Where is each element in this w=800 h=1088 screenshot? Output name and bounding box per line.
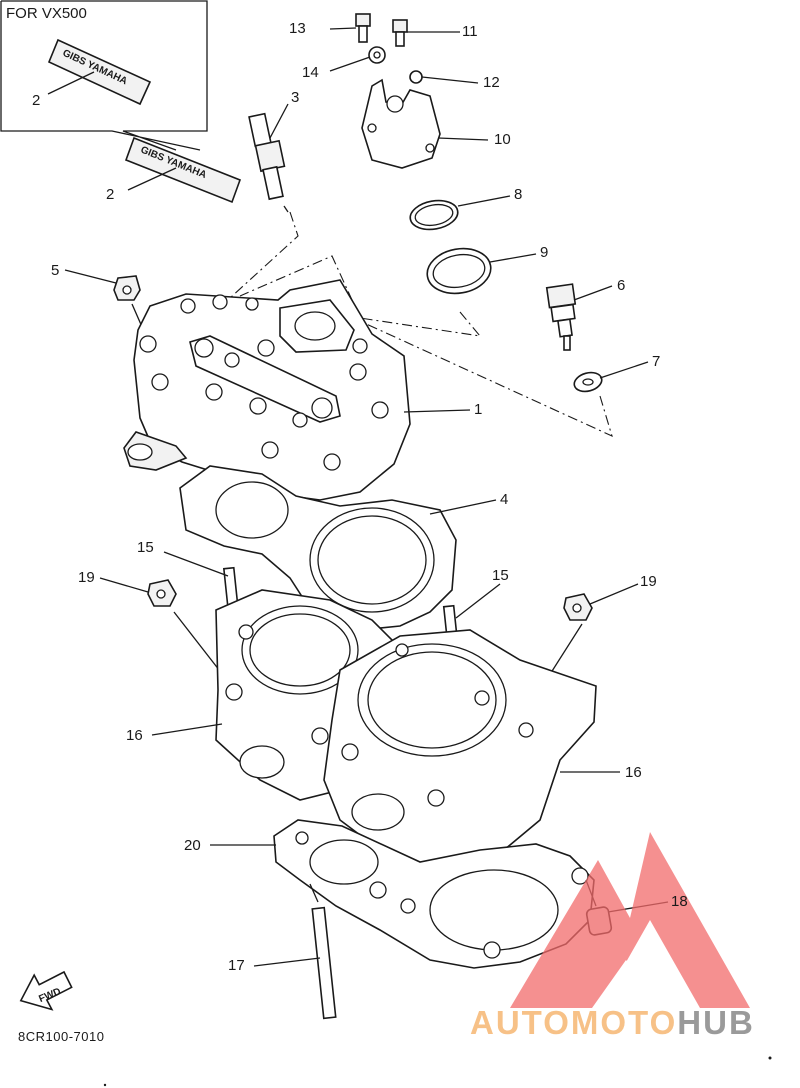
callout-16-left: 16	[126, 727, 143, 744]
callout-10: 10	[494, 131, 511, 148]
callout-1: 1	[474, 401, 483, 418]
callout-5: 5	[51, 262, 60, 279]
callout-12: 12	[483, 74, 500, 91]
logo-text-automoto: AUTOMOTO	[470, 1004, 678, 1041]
document-code: 8CR100-7010	[18, 1029, 105, 1044]
watermark-logo-text: AUTOMOTOHUB	[470, 1004, 755, 1042]
callout-3: 3	[291, 89, 300, 106]
callout-16-right: 16	[625, 764, 642, 781]
callout-20: 20	[184, 837, 201, 854]
cap-nut-5	[113, 275, 141, 301]
bolt-11	[392, 19, 408, 47]
head-gasket	[179, 465, 457, 631]
o-ring	[409, 199, 459, 231]
gasket-ring	[426, 247, 492, 295]
callout-19-left: 19	[78, 569, 95, 586]
callout-17: 17	[228, 957, 245, 974]
cylinder-head	[123, 279, 411, 501]
callout-15-left: 15	[137, 539, 154, 556]
callout-18: 18	[671, 893, 688, 910]
head-decal	[124, 136, 242, 204]
callout-9: 9	[540, 244, 549, 261]
outlet-cover	[361, 78, 441, 169]
callout-19-right: 19	[640, 573, 657, 590]
callout-6: 6	[617, 277, 626, 294]
callout-2-inset: 2	[32, 92, 41, 109]
bolt-13	[355, 13, 371, 43]
stud-17	[311, 906, 337, 1020]
callout-2: 2	[106, 186, 115, 203]
fwd-arrow: FWD	[19, 970, 73, 1011]
cap-nut-19-right	[563, 593, 593, 621]
callout-14: 14	[302, 64, 319, 81]
callout-7: 7	[652, 353, 661, 370]
callout-15-right: 15	[492, 567, 509, 584]
inset-box	[0, 0, 208, 151]
spark-plug	[248, 112, 289, 213]
inset-title: FOR VX500	[6, 5, 87, 22]
callout-11: 11	[462, 23, 478, 40]
callout-13: 13	[289, 20, 306, 37]
callout-8: 8	[514, 186, 523, 203]
callout-4: 4	[500, 491, 509, 508]
logo-text-hub: HUB	[677, 1004, 755, 1041]
base-gasket	[273, 819, 595, 969]
cap-nut-19-left	[147, 579, 177, 607]
cylinder-right	[323, 629, 597, 877]
temperature-sensor	[545, 283, 577, 351]
washer-12	[409, 70, 423, 84]
inset-decal	[47, 38, 152, 106]
watermark-logo	[510, 832, 750, 1008]
